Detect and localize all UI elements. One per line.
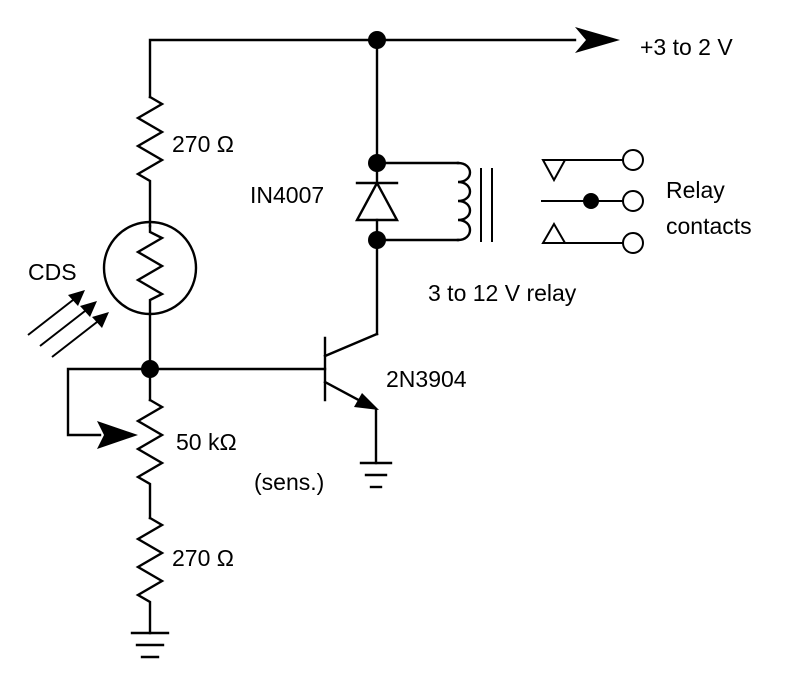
- cds-resistor-element: [135, 224, 165, 316]
- label-resistor-bottom: 270 Ω: [172, 545, 234, 571]
- ground-symbol-right: [359, 461, 393, 489]
- supply-rail: [148, 38, 577, 99]
- label-resistor-top: 270 Ω: [172, 131, 234, 157]
- label-relay: 3 to 12 V relay: [428, 280, 577, 306]
- relay-coil-wires: [375, 161, 460, 242]
- relay-contacts-symbol: [541, 149, 644, 254]
- resistor-top-270: [135, 95, 165, 228]
- label-relay-contacts-2: contacts: [666, 213, 752, 239]
- potentiometer-50k: [135, 398, 165, 520]
- relay-core: [480, 168, 493, 242]
- diode-in4007: [354, 161, 400, 242]
- pot-wiper-arrow: [97, 421, 138, 449]
- relay-coil: [456, 161, 472, 242]
- label-cds: CDS: [28, 259, 77, 285]
- ground-symbol-left: [130, 631, 170, 659]
- label-transistor: 2N3904: [386, 366, 467, 392]
- label-potentiometer: 50 kΩ: [176, 429, 237, 455]
- label-pot-note: (sens.): [254, 469, 324, 495]
- light-rays: [27, 290, 109, 358]
- supply-arrow: [575, 27, 620, 53]
- label-supply: +3 to 2 V: [640, 34, 733, 60]
- resistor-bottom-270: [135, 516, 165, 635]
- transistor-2n3904: [323, 332, 379, 410]
- label-relay-contacts-1: Relay: [666, 177, 725, 203]
- label-diode: IN4007: [250, 182, 324, 208]
- pot-wiper-loop: [66, 367, 152, 437]
